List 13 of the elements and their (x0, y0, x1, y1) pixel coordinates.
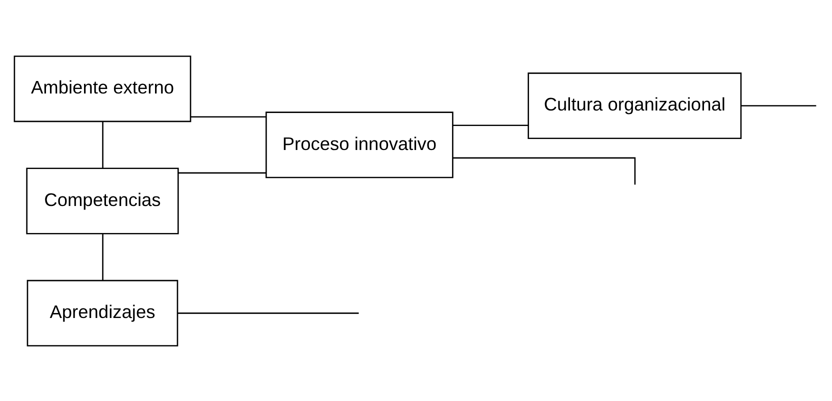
connector (741, 104, 816, 106)
node-box: Competencias (26, 167, 179, 234)
node-box: Aprendizajes (26, 279, 178, 346)
connector (190, 116, 266, 118)
connector (102, 121, 104, 168)
connector (178, 312, 359, 314)
connector (453, 124, 528, 126)
node-box: Ambiente externo (14, 55, 192, 122)
connector (178, 172, 266, 174)
connector (452, 156, 636, 184)
node-box: Proceso innovativo (266, 111, 454, 178)
connector (102, 234, 104, 280)
node-box: Cultura organizacional (528, 72, 742, 139)
